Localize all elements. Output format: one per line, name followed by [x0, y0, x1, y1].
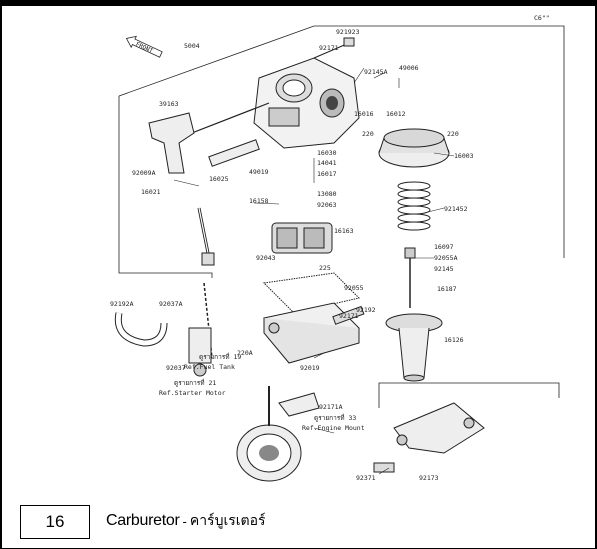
title-english: Carburetor	[106, 512, 180, 529]
part-label: 16097	[434, 243, 454, 251]
part-label: 92043	[256, 254, 276, 262]
part-label: 92171	[319, 44, 339, 52]
fuel-hose	[114, 282, 213, 377]
float-bowl	[263, 302, 365, 364]
part-label: 16025	[209, 175, 229, 183]
part-label: 49006	[399, 64, 419, 72]
part-label: 220	[447, 130, 459, 138]
part-label: 16187	[437, 285, 457, 293]
part-label: 49019	[249, 168, 269, 176]
part-label: 13080	[317, 190, 337, 198]
part-label: 225	[319, 264, 331, 272]
chamber-cover	[378, 128, 450, 168]
starter-housing	[236, 386, 302, 482]
part-label: 14041	[317, 159, 337, 167]
front-arrow-icon: FRONT	[125, 35, 163, 58]
part-number-labels: 921923 92171 5004 49006 92145A 16016 160…	[110, 28, 474, 482]
carburetor-exploded-diagram: C6"" FRONT	[14, 8, 584, 493]
part-label: 220	[362, 130, 374, 138]
part-label: 16030	[317, 149, 337, 157]
part-label: 16021	[141, 188, 161, 196]
ref-starter-motor: Ref.Starter Motor	[159, 389, 226, 397]
part-label: 16163	[334, 227, 354, 235]
engine-mount-bracket	[373, 382, 560, 473]
part-label: 92019	[300, 364, 320, 372]
spring	[397, 181, 431, 231]
corner-code: C6""	[534, 14, 550, 22]
part-label: 16126	[444, 336, 464, 344]
left-border	[0, 0, 2, 549]
part-label: 92055A	[434, 254, 458, 262]
title-separator: -	[182, 513, 187, 529]
diagram-svg: C6"" FRONT	[110, 14, 565, 482]
part-label: 16017	[317, 170, 337, 178]
reference-labels: ดูรายการที่ 19 Ref.Fuel Tank ดูรายการที่…	[159, 352, 365, 432]
front-label: FRONT	[135, 41, 155, 55]
throttle-link	[178, 102, 270, 167]
part-label: 92037	[166, 364, 186, 372]
ref-starter-motor-th: ดูรายการที่ 21	[174, 378, 216, 387]
part-label: 220A	[237, 349, 253, 357]
part-label: 92055	[344, 284, 364, 292]
part-label: 92171A	[319, 403, 343, 411]
top-border	[0, 0, 597, 6]
part-label: 92171	[339, 312, 359, 320]
part-label: 921923	[336, 28, 360, 36]
ref-fuel-tank-th: ดูรายการที่ 19	[199, 352, 241, 361]
part-label: 16012	[386, 110, 406, 118]
part-label: 92009A	[132, 169, 156, 177]
carburetor-body	[253, 37, 360, 149]
ref-fuel-tank: Ref.Fuel Tank	[184, 363, 235, 371]
part-label: 92173	[419, 474, 439, 482]
part-label: 92145	[434, 265, 454, 273]
figure-title: Carburetor - คาร์บูเรเตอร์	[106, 505, 266, 537]
figure-number: 16	[20, 505, 90, 539]
part-label: 5004	[184, 42, 200, 50]
part-label: 16016	[354, 110, 374, 118]
part-label: 92192A	[110, 300, 134, 308]
part-label: 92371	[356, 474, 376, 482]
part-label: 92192	[356, 306, 376, 314]
part-label: 92063	[317, 201, 337, 209]
piston	[385, 313, 443, 382]
part-label: 39163	[159, 100, 179, 108]
part-label: 16003	[454, 152, 474, 160]
part-label: 921452	[444, 205, 468, 213]
ref-engine-mount: Ref.Engine Mount	[302, 424, 365, 432]
right-border	[595, 0, 597, 549]
ref-engine-mount-th: ดูรายการที่ 33	[314, 413, 356, 422]
part-label: 92037A	[159, 300, 183, 308]
part-label: 16158	[249, 197, 269, 205]
title-thai: คาร์บูเรเตอร์	[189, 512, 266, 528]
part-label: 92145A	[364, 68, 388, 76]
